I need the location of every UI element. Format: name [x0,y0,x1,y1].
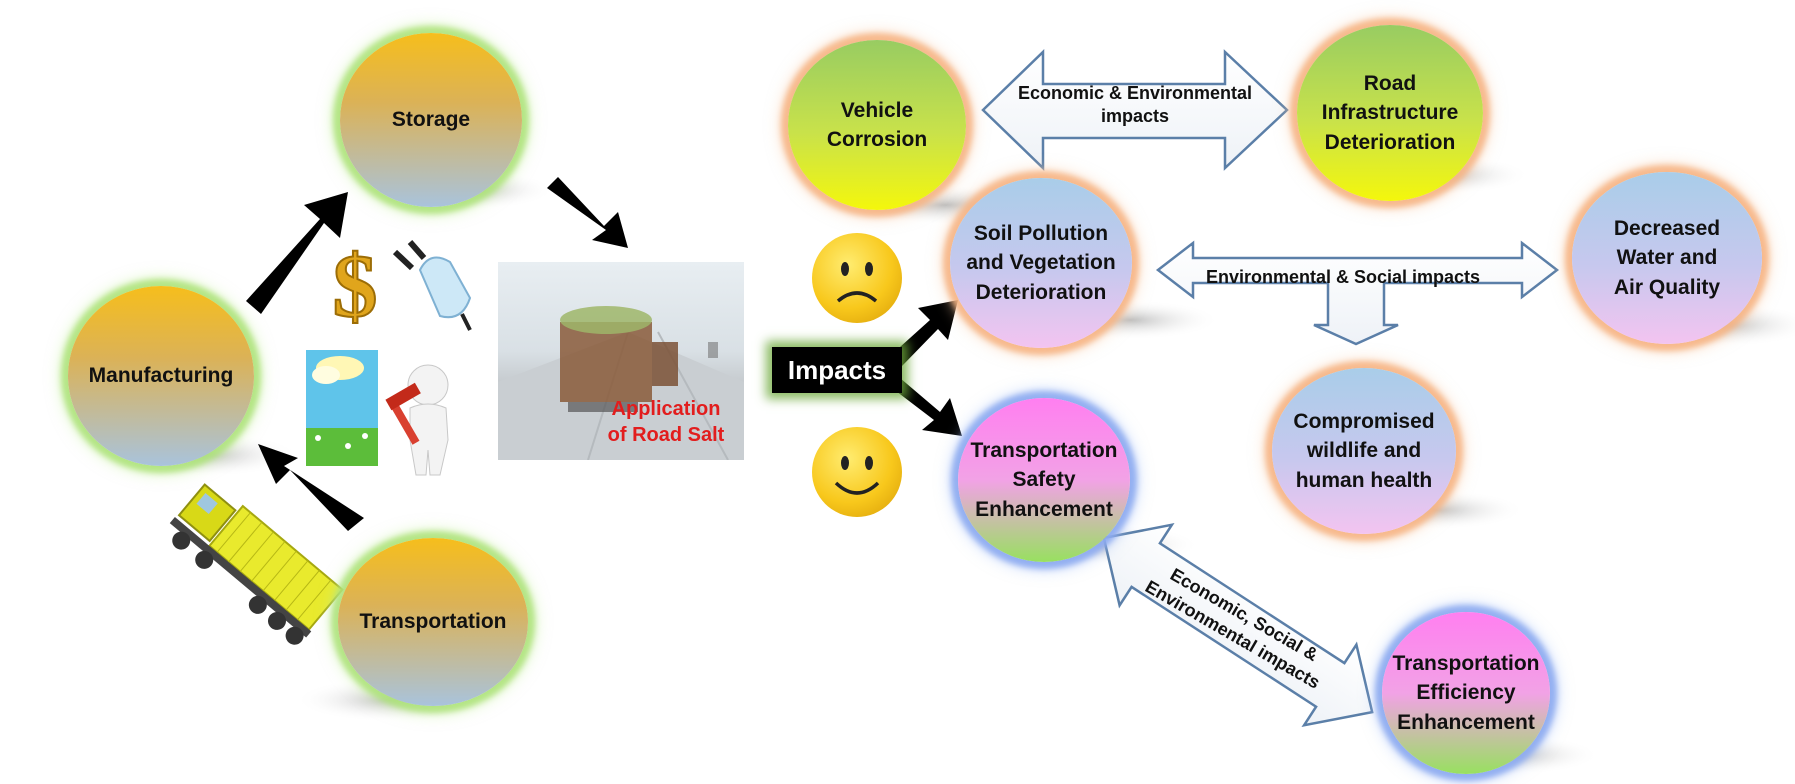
transportation-label: Transportation [359,610,507,634]
application-label-line-2: of Road Salt [607,424,725,446]
label-env-social: Environmental & Social impacts [1188,266,1498,289]
arrow-transportation-to-manufacturing [258,444,364,531]
water-air-line-3: Air Quality [1613,275,1721,299]
impacts-hub: Impacts [772,347,902,393]
happy-face-icon [812,427,902,517]
node-water-air-quality: Decreased Water and Air Quality [1572,172,1762,344]
svg-text:$: $ [333,237,378,336]
process-arrows [246,177,962,531]
wildlife-health-line-3: human health [1295,468,1433,492]
wildlife-health-line-1: Compromised [1293,409,1435,433]
label-econ-env: Economic & Environmental impacts [1000,82,1270,129]
econ-env-line-2: impacts [1100,106,1170,127]
arrow-storage-to-application [547,177,628,248]
worker-hammer-icon [385,364,449,476]
node-transportation-efficiency: Transportation Efficiency Enhancement [1382,612,1550,774]
landscape-icon [306,350,378,466]
env-social-text: Environmental & Social impacts [1205,267,1481,287]
node-transportation-safety: Transportation Safety Enhancement [958,398,1130,562]
application-of-road-salt-label: Application of Road Salt [598,396,734,448]
safety-line-2: Safety [1012,468,1076,492]
plug-icon [392,240,472,331]
safety-line-1: Transportation [970,438,1118,462]
vehicle-corrosion-line-1: Vehicle [840,98,914,122]
arrow-manufacturing-to-storage [246,192,348,314]
dollar-icon: $ [332,236,379,337]
road-salt-photo [498,262,744,461]
soil-pollution-line-2: and Vegetation [966,251,1116,275]
efficiency-line-2: Efficiency [1416,681,1516,705]
efficiency-line-3: Enhancement [1397,710,1535,734]
impacts-label: Impacts [787,354,887,385]
dump-truck-icon [169,483,344,645]
storage-label: Storage [391,108,471,132]
double-arrow-soil-water [1155,240,1560,346]
safety-line-3: Enhancement [975,497,1113,521]
water-air-line-1: Decreased [1613,216,1721,240]
soil-pollution-line-3: Deterioration [975,280,1107,304]
arrow-impacts-to-safety [892,378,962,436]
arrow-impacts-to-soil [890,300,958,366]
application-label-line-1: Application [611,398,721,420]
sad-face-icon [812,233,902,323]
node-manufacturing: Manufacturing [68,286,254,466]
vehicle-corrosion-line-2: Corrosion [826,128,928,151]
road-infrastructure-line-3: Deterioration [1324,130,1456,154]
wildlife-health-line-2: wildlife and [1306,439,1422,463]
node-road-infrastructure: Road Infrastructure Deterioration [1297,25,1483,201]
node-wildlife-health: Compromised wildlife and human health [1272,368,1456,534]
road-infrastructure-line-1: Road [1363,71,1417,95]
soil-pollution-line-1: Soil Pollution [973,221,1109,245]
manufacturing-label: Manufacturing [88,364,234,388]
node-soil-pollution: Soil Pollution and Vegetation Deteriorat… [950,178,1132,348]
double-arrow-corrosion-road [981,49,1289,171]
salt-spreader-truck-icon [498,306,744,461]
efficiency-line-1: Transportation [1392,651,1540,675]
node-vehicle-corrosion: Vehicle Corrosion [788,40,966,210]
econ-env-line-1: Economic & Environmental [1017,83,1253,103]
node-transportation: Transportation [338,538,528,706]
road-infrastructure-line-2: Infrastructure [1321,101,1459,125]
water-air-line-2: Water and [1616,246,1718,270]
impact-link-arrows [981,49,1560,727]
double-arrow-safety-efficiency [1102,523,1374,727]
node-storage: Storage [340,33,522,207]
